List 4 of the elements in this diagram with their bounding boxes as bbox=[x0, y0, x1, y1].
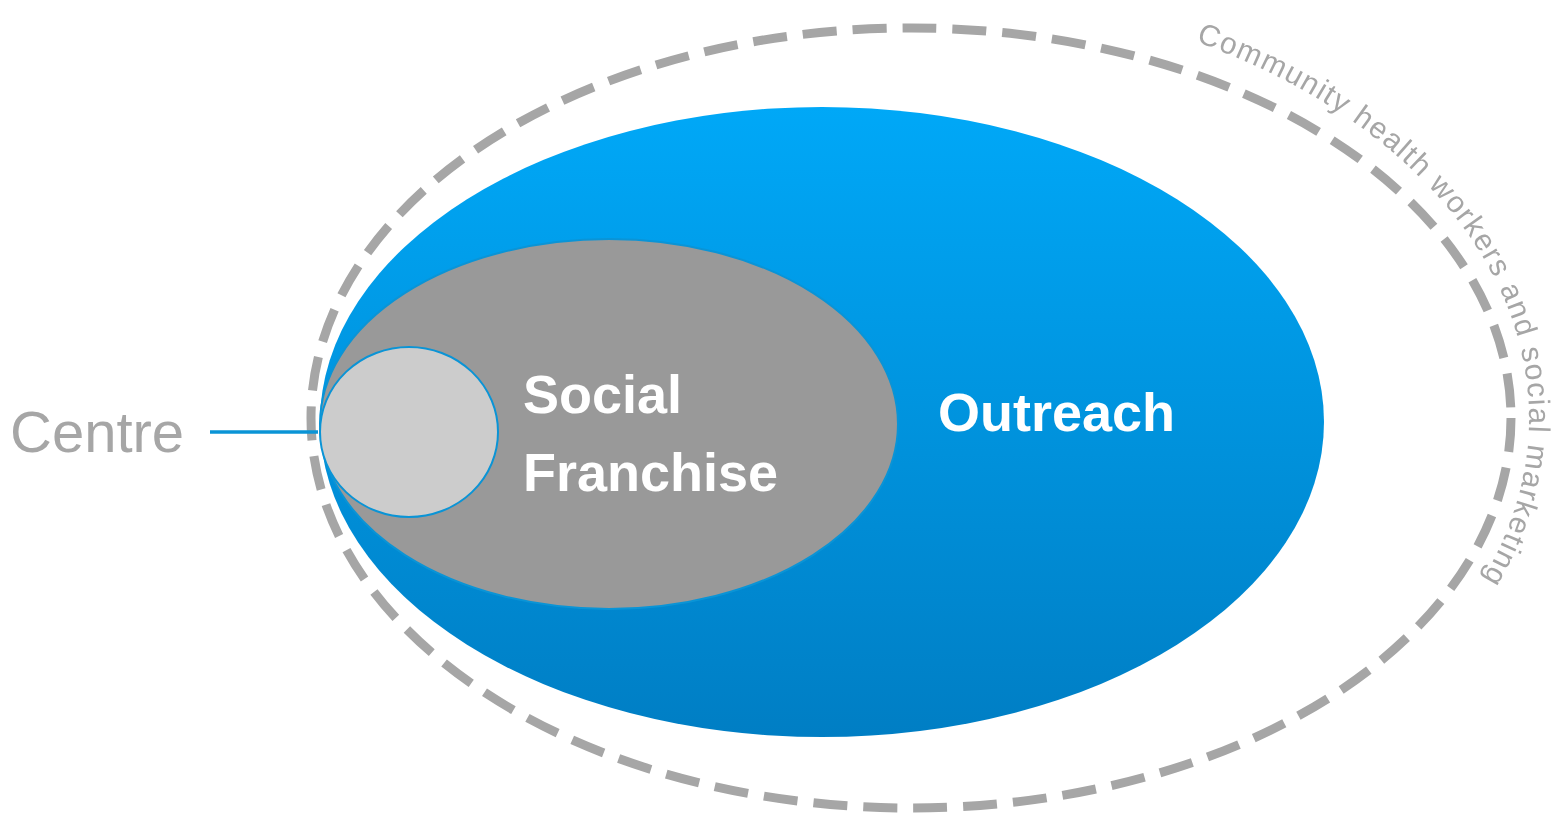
node-label: Social Franchise bbox=[523, 363, 780, 505]
node-label: Outreach bbox=[938, 385, 1177, 439]
leader-line bbox=[210, 430, 318, 434]
node-label: Centre bbox=[10, 400, 186, 464]
